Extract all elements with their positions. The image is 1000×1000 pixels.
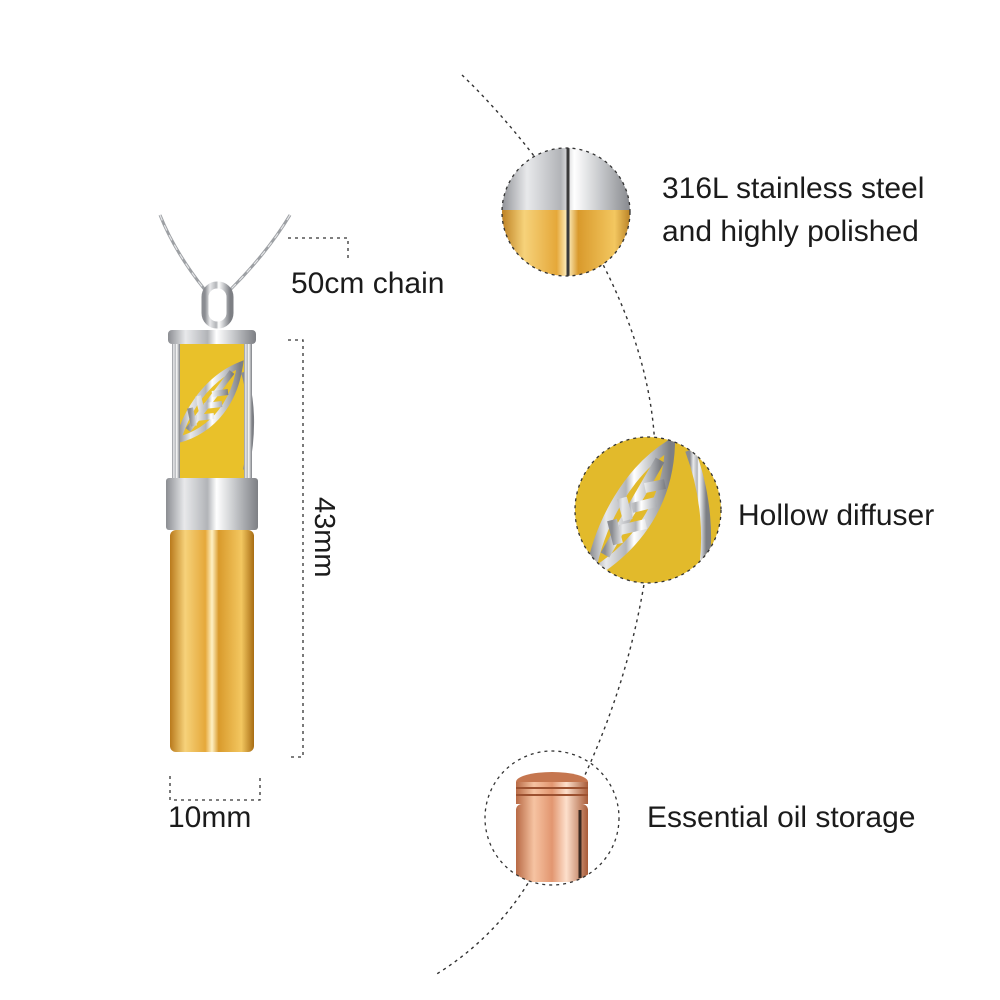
dimension-guides <box>169 237 349 801</box>
pendant-length-label: 43mm <box>308 497 340 578</box>
detail-steel-circle <box>501 147 631 277</box>
chain-length-label: 50cm chain <box>291 267 445 300</box>
storage-label: Essential oil storage <box>647 801 916 834</box>
pendant-width-label: 10mm <box>168 801 252 834</box>
chain <box>158 214 292 292</box>
detail-diffuser-circle <box>574 436 722 584</box>
pendant <box>166 330 258 752</box>
detail-storage-circle <box>484 750 620 886</box>
diffuser-label: Hollow diffuser <box>738 499 935 532</box>
material-label-line2: and highly polished <box>662 215 919 248</box>
material-label-line1: 316L stainless steel <box>662 172 925 205</box>
bail <box>201 281 234 329</box>
